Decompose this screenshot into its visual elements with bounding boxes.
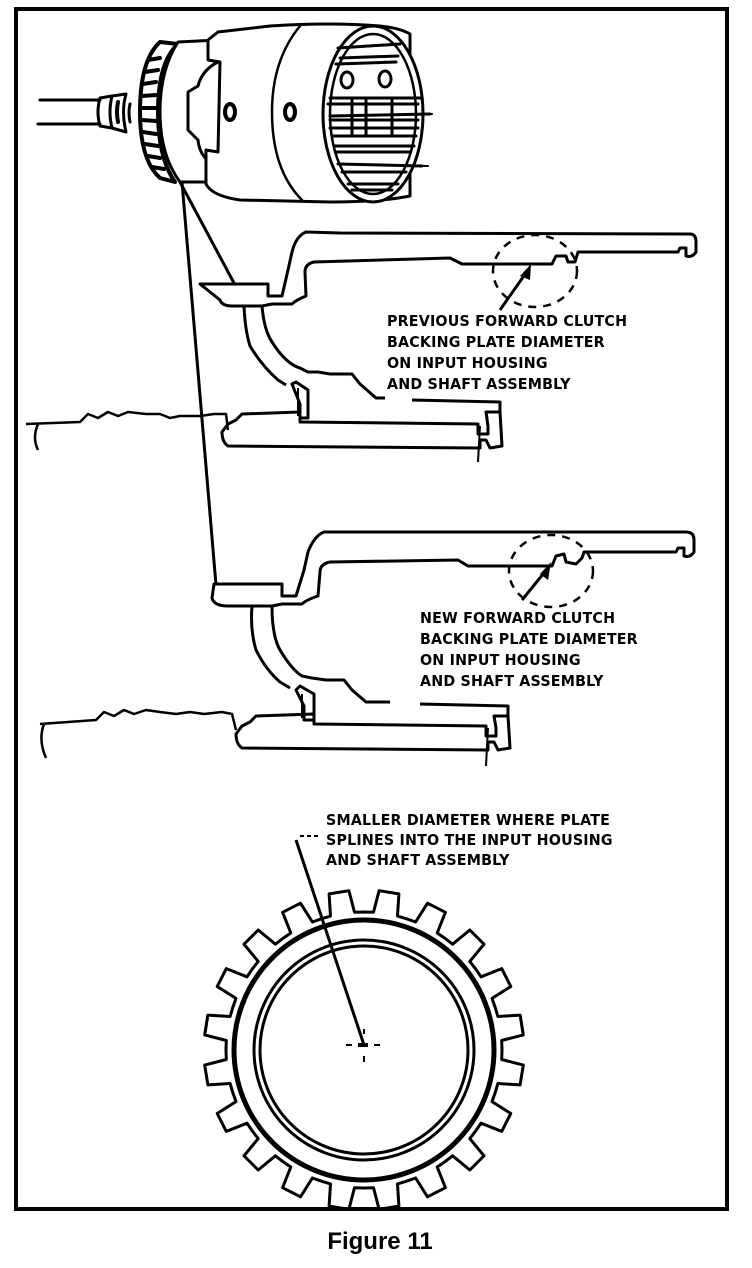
shaft-coupling xyxy=(98,94,126,132)
leader-line-to-new xyxy=(182,182,216,585)
new-housing-cross-section xyxy=(40,532,694,766)
new-diameter-callout-circle xyxy=(509,535,593,607)
drum-inner-slots xyxy=(328,44,430,190)
callout-line: BACKING PLATE DIAMETER xyxy=(387,333,605,351)
backing-plate-spline-teeth xyxy=(205,891,524,1210)
drum-hole xyxy=(225,104,235,120)
callout-line: AND SHAFT ASSEMBLY xyxy=(420,672,604,690)
callout-line: AND SHAFT ASSEMBLY xyxy=(326,851,510,869)
smaller-diameter-callout-label: SMALLER DIAMETER WHERE PLATE SPLINES INT… xyxy=(326,810,613,870)
shaft-break-line xyxy=(40,710,236,758)
backing-plate-outer-ring xyxy=(234,920,494,1180)
drum-hole xyxy=(285,104,295,120)
callout-line: SPLINES INTO THE INPUT HOUSING xyxy=(326,831,613,849)
shaft-break-line xyxy=(26,412,228,450)
callout-line: BACKING PLATE DIAMETER xyxy=(420,630,638,648)
callout-line: NEW FORWARD CLUTCH xyxy=(420,609,616,627)
previous-diameter-callout-label: PREVIOUS FORWARD CLUTCH BACKING PLATE DI… xyxy=(387,311,627,395)
callout-line: PREVIOUS FORWARD CLUTCH xyxy=(387,312,628,330)
new-callout-arrow xyxy=(522,562,551,600)
previous-callout-arrow xyxy=(500,264,531,310)
new-diameter-callout-label: NEW FORWARD CLUTCH BACKING PLATE DIAMETE… xyxy=(420,608,638,692)
previous-housing-cross-section xyxy=(26,232,696,462)
callout-line: ON INPUT HOUSING xyxy=(387,354,548,372)
callout-line: SMALLER DIAMETER WHERE PLATE xyxy=(326,811,611,829)
smaller-diameter-leader xyxy=(296,836,364,1045)
callout-line: ON INPUT HOUSING xyxy=(420,651,581,669)
backing-plate-bore xyxy=(260,946,468,1154)
hub-spline-drum xyxy=(140,42,178,182)
backing-plate-drawing xyxy=(205,891,524,1210)
figure-frame xyxy=(16,9,727,1209)
figure-caption: Figure 11 xyxy=(327,1228,433,1255)
previous-diameter-callout-circle xyxy=(493,235,577,307)
center-mark xyxy=(346,1029,380,1062)
housing-drum-seam xyxy=(272,26,302,200)
input-housing-assembly-drawing xyxy=(38,24,432,202)
leader-lines xyxy=(180,182,234,585)
leader-line-to-previous xyxy=(180,182,234,283)
backing-plate-inner-ring xyxy=(254,940,474,1160)
callout-line: AND SHAFT ASSEMBLY xyxy=(387,375,571,393)
